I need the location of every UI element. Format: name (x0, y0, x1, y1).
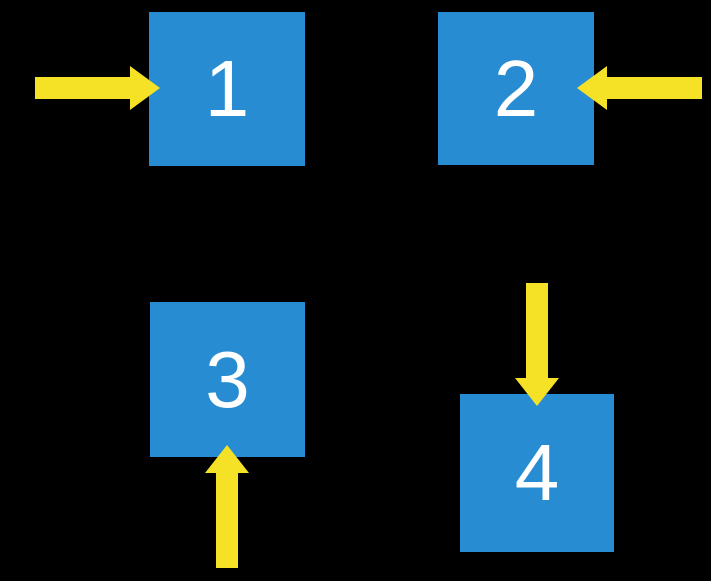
arrow-head (130, 66, 160, 110)
square-1[interactable]: 1 (149, 12, 305, 166)
arrow-shaft (35, 77, 130, 99)
square-3-label: 3 (205, 334, 250, 424)
square-1-label: 1 (204, 44, 250, 133)
arrow-shaft (607, 77, 702, 99)
arrow-up-icon (205, 445, 249, 568)
square-2[interactable]: 2 (438, 12, 594, 165)
arrow-shaft (216, 473, 238, 568)
square-2-label: 2 (493, 43, 539, 133)
arrow-right-icon (35, 66, 160, 110)
arrow-shaft (526, 283, 548, 378)
square-3[interactable]: 3 (150, 302, 305, 457)
arrow-head (577, 66, 607, 110)
square-4-label: 4 (514, 428, 560, 517)
arrow-down-icon (515, 283, 559, 406)
square-4[interactable]: 4 (460, 394, 614, 552)
arrow-left-icon (577, 66, 702, 110)
arrow-head (205, 445, 249, 473)
arrow-head (515, 378, 559, 406)
